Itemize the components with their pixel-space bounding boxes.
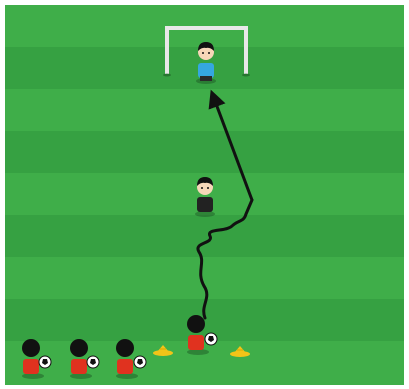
pitch-stripe	[5, 131, 404, 173]
pitch-stripe	[5, 341, 404, 385]
pitch-stripe	[5, 215, 404, 257]
soccer-ball	[39, 356, 51, 368]
soccer-ball	[134, 356, 146, 368]
soccer-ball	[87, 356, 99, 368]
soccer-ball	[205, 333, 217, 345]
pitch-stripes	[5, 5, 404, 385]
pitch-stripe	[5, 89, 404, 131]
pitch-stripe	[5, 257, 404, 299]
